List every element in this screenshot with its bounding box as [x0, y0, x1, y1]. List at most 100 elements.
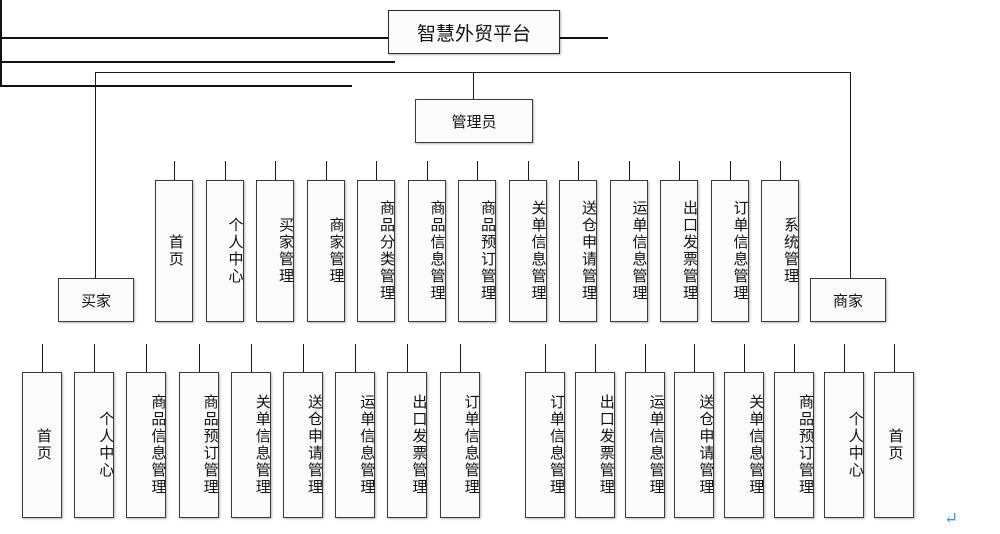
- connector-merchant-drop: [744, 344, 746, 372]
- merchant-module-label: 出口发票管理: [597, 394, 614, 496]
- connector-admin-drop: [679, 161, 680, 180]
- connector-merchant-drop: [893, 344, 895, 372]
- admin-module-label: 运单信息管理: [630, 200, 647, 302]
- admin-module-label: 关单信息管理: [529, 200, 546, 302]
- buyer-module-label: 首页: [34, 428, 51, 462]
- connector-buyer-drop: [94, 344, 96, 372]
- connector-admin-module-bus: [0, 37, 608, 39]
- merchant-module-box: 出口发票管理: [574, 372, 615, 518]
- connector-buyer-drop: [303, 344, 304, 372]
- admin-module-box: 个人中心: [205, 180, 244, 322]
- admin-module-label: 系统管理: [782, 217, 798, 285]
- connector-admin-drop: [174, 161, 175, 180]
- admin-module-box: 订单信息管理: [710, 180, 749, 322]
- buyer-module-label: 关单信息管理: [253, 394, 270, 496]
- connector-merchant-drop: [794, 344, 795, 372]
- admin-module-box: 商家管理: [306, 180, 345, 322]
- connector-merchant-drop: [545, 344, 546, 372]
- merchant-module-label: 送仓申请管理: [697, 394, 714, 496]
- admin-module-box: 关单信息管理: [508, 180, 547, 322]
- connector-buyer-drop: [198, 344, 200, 372]
- role-node-buyer-label: 买家: [80, 293, 111, 310]
- buyer-module-box: 关单信息管理: [230, 372, 271, 518]
- admin-module-label: 商品预订管理: [479, 200, 495, 302]
- merchant-module-box: 个人中心: [823, 372, 864, 518]
- buyer-module-box: 运单信息管理: [335, 372, 376, 518]
- connector-admin-drop: [325, 161, 327, 180]
- merchant-module-box: 订单信息管理: [525, 372, 565, 518]
- connector-admin-drop: [729, 161, 731, 180]
- merchant-module-label: 个人中心: [846, 411, 863, 479]
- return-mark-glyph: ↵: [944, 509, 959, 528]
- admin-module-box: 系统管理: [761, 180, 799, 322]
- connector-admin-drop: [578, 161, 579, 180]
- connector-admin-stem-top: [473, 72, 474, 99]
- connector-buyer-module-bus: [0, 61, 395, 63]
- connector-buyer-drop: [459, 344, 461, 372]
- connector-root-stem: [0, 0, 2, 18]
- buyer-module-label: 出口发票管理: [410, 394, 427, 496]
- paragraph-return-mark: ↵: [944, 510, 958, 527]
- admin-module-label: 送仓申请管理: [580, 200, 596, 302]
- admin-module-box: 商品信息管理: [407, 180, 446, 322]
- role-node-buyer: 买家: [58, 278, 134, 322]
- connector-admin-stem-bottom: [0, 18, 2, 37]
- merchant-module-label: 关单信息管理: [747, 394, 764, 496]
- connector-buyer-drop: [250, 344, 252, 372]
- admin-module-label: 订单信息管理: [731, 200, 748, 302]
- admin-module-label: 商品信息管理: [428, 200, 445, 302]
- buyer-module-box: 商品信息管理: [126, 372, 167, 518]
- admin-module-box: 首页: [155, 180, 193, 322]
- admin-module-label: 出口发票管理: [681, 200, 697, 302]
- root-node-label: 智慧外贸平台: [416, 23, 531, 45]
- connector-merchant-drop: [843, 344, 845, 372]
- connector-buyer-drop: [407, 344, 409, 372]
- admin-module-box: 商品分类管理: [357, 180, 395, 322]
- role-node-merchant-label: 商家: [832, 293, 863, 310]
- buyer-module-label: 商品信息管理: [149, 394, 166, 496]
- role-node-merchant: 商家: [810, 278, 886, 322]
- buyer-module-box: 商品预订管理: [178, 372, 219, 518]
- buyer-module-label: 商品预订管理: [201, 394, 218, 496]
- merchant-module-box: 送仓申请管理: [674, 372, 715, 518]
- connector-merchant-drop: [594, 344, 596, 372]
- buyer-module-box: 个人中心: [74, 372, 115, 518]
- admin-module-label: 商家管理: [327, 217, 344, 285]
- merchant-module-label: 首页: [886, 428, 903, 462]
- buyer-module-box: 出口发票管理: [387, 372, 428, 518]
- admin-node: 管理员: [415, 99, 533, 143]
- connector-merchant-drop: [644, 344, 646, 372]
- admin-module-box: 运单信息管理: [609, 180, 648, 322]
- admin-module-box: 送仓申请管理: [559, 180, 597, 322]
- merchant-module-box: 商品预订管理: [774, 372, 814, 518]
- buyer-module-label: 运单信息管理: [358, 394, 375, 496]
- connector-top-bus-left-drop: [95, 72, 96, 278]
- admin-module-label: 商品分类管理: [378, 200, 394, 302]
- connector-buyer-stem: [0, 39, 2, 61]
- admin-module-label: 买家管理: [277, 217, 293, 285]
- admin-module-box: 商品预订管理: [458, 180, 496, 322]
- connector-admin-drop: [426, 161, 428, 180]
- connector-admin-drop: [780, 161, 781, 180]
- merchant-module-label: 运单信息管理: [647, 394, 664, 496]
- connector-buyer-drop: [42, 344, 43, 372]
- admin-module-box: 出口发票管理: [660, 180, 698, 322]
- root-node-platform: 智慧外贸平台: [388, 10, 560, 54]
- buyer-module-box: 订单信息管理: [439, 372, 480, 518]
- connector-admin-drop: [527, 161, 529, 180]
- connector-merchant-module-bus: [0, 85, 352, 87]
- connector-buyer-drop: [355, 344, 357, 372]
- merchant-module-box: 首页: [873, 372, 914, 518]
- connector-merchant-drop: [694, 344, 696, 372]
- connector-merchant-stem: [0, 63, 2, 85]
- admin-module-box: 买家管理: [256, 180, 294, 322]
- buyer-module-label: 订单信息管理: [462, 394, 479, 496]
- admin-module-label: 个人中心: [226, 217, 243, 285]
- connector-top-bus-right-drop: [850, 72, 851, 278]
- connector-admin-drop: [376, 161, 377, 180]
- buyer-module-label: 个人中心: [97, 411, 114, 479]
- merchant-module-label: 商品预订管理: [797, 394, 813, 496]
- connector-admin-drop: [224, 161, 226, 180]
- admin-node-label: 管理员: [451, 114, 497, 131]
